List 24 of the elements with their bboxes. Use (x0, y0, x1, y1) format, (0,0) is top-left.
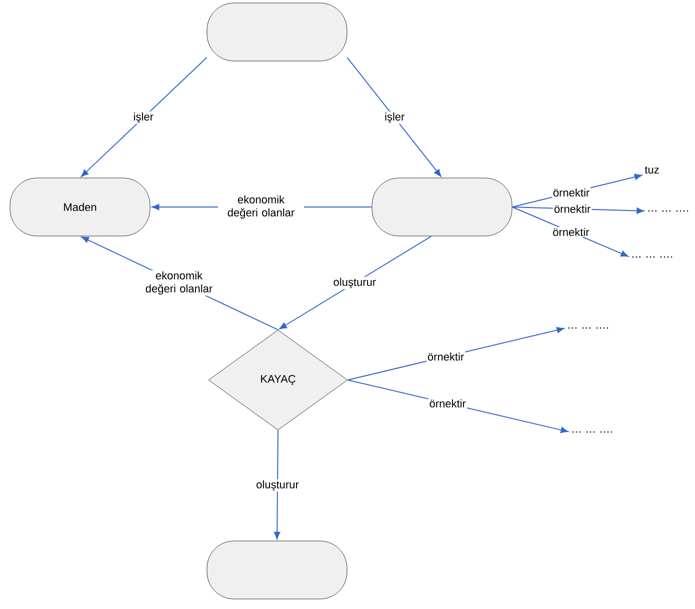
rounded-box (206, 540, 348, 600)
rounded-box (372, 178, 512, 236)
edge-label: ekonomik değeri olanlar (136, 270, 222, 296)
arrow (346, 57, 442, 177)
node-text: … … …. (648, 210, 688, 212)
edge-label: örnektir (428, 398, 467, 408)
edge-label: oluşturur (255, 479, 300, 492)
rounded-box: Maden (10, 178, 150, 236)
arrow (274, 430, 280, 540)
node-text: … … …. (572, 431, 612, 433)
node-text: … … …. (632, 256, 672, 258)
rounded-box (206, 2, 348, 62)
edge-label: oluşturur (332, 276, 378, 290)
edge-label: işler (384, 112, 406, 124)
arrow (80, 57, 208, 177)
edge-label: örnektir (552, 226, 590, 238)
edge-label: örnektir (552, 187, 591, 198)
node-text: tuz (644, 166, 659, 174)
edge-label: işler (132, 112, 154, 124)
edge-label: örnektir (426, 352, 466, 362)
edge-label: ekonomik değeri olanlar (218, 194, 304, 220)
edge-label: örnektir (552, 204, 592, 214)
node-text: … … …. (568, 327, 608, 329)
arrow (279, 236, 432, 330)
